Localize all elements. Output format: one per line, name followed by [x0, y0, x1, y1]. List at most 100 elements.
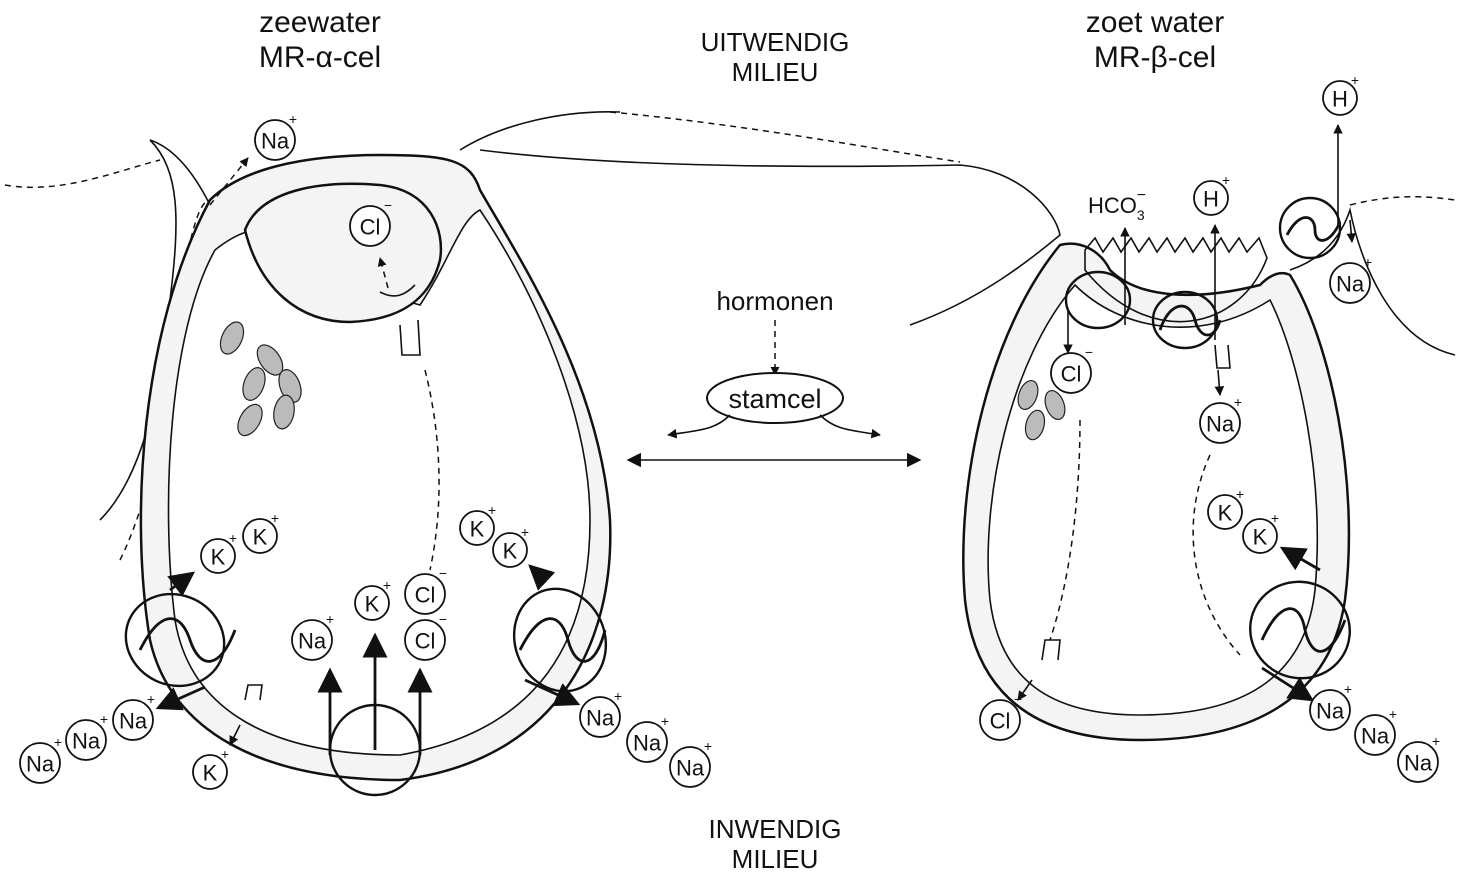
beta-apical-exchanger-right: [1151, 290, 1219, 350]
ion-circle: [291, 619, 333, 661]
ion-right-h-top: H+: [1322, 72, 1359, 116]
ion-symbol: Na: [72, 729, 101, 754]
ion-circle: [1354, 714, 1396, 756]
ion-symbol: Cl: [360, 215, 381, 240]
outer-environment-label: UITWENDIG MILIEU: [655, 27, 895, 88]
beta-proton-pump-wave: [1285, 216, 1342, 242]
ion-circle: [1309, 689, 1351, 731]
arrow-right-na-top: [1346, 219, 1356, 243]
ion-left-k-out: K+: [192, 746, 229, 790]
beta-proton-pump: [1278, 196, 1342, 260]
ion-right-k2: K+: [1242, 510, 1279, 554]
ion-symbol: Na: [119, 709, 148, 734]
alpha-cl-pathway: [424, 369, 440, 571]
stem-cell: [706, 372, 844, 424]
ion-circle: [1207, 494, 1243, 530]
ion-right-na-out3: Na+: [1397, 733, 1440, 783]
ion-symbol: Na: [676, 756, 705, 781]
beta-cell-interior: [987, 283, 1319, 716]
ion-charge: −: [384, 197, 392, 213]
ion-right-k1: K+: [1207, 486, 1244, 530]
ion-circle: [979, 699, 1021, 741]
ion-symbol: Cl: [415, 629, 436, 654]
ion-charge: +: [326, 611, 334, 627]
ion-symbol: Na: [1206, 412, 1235, 437]
beta-cl-pathway: [1049, 419, 1081, 641]
ion-symbol: Na: [586, 706, 615, 731]
ion-charge: +: [1236, 486, 1244, 502]
ion-symbol: K: [203, 761, 218, 786]
ion-left-na-outR3: Na+: [669, 738, 712, 788]
right-title: zoet water MR-β-cel: [1045, 6, 1265, 75]
ion-symbol: K: [365, 592, 380, 617]
inner-environment-label: INWENDIG MILIEU: [655, 814, 895, 875]
ion-symbol: Na: [1336, 272, 1365, 297]
ion-left-na-out3: Na+: [19, 734, 62, 784]
ion-circle: [459, 510, 495, 546]
ion-circle: [1242, 518, 1278, 554]
arrow-left-k-out: [229, 724, 241, 746]
right-title-line1: zoet water: [1085, 6, 1225, 39]
ion-circle: [404, 619, 446, 661]
left-title: zeewater MR-α-cel: [220, 6, 420, 75]
ion-circle: [254, 119, 296, 161]
ion-circle: [1199, 402, 1241, 444]
ion-symbol: K: [1253, 525, 1268, 550]
beta-tube-bottom: [1041, 639, 1061, 661]
ion-charge: +: [289, 111, 297, 127]
arrow-right-cl-out: [1017, 679, 1033, 701]
ion-circle: [1322, 80, 1358, 116]
ion-circle: [1397, 741, 1439, 783]
left-title-line2: MR-α-cel: [258, 40, 382, 74]
alpha-basolateral-transporter-left: [124, 592, 226, 688]
ion-symbol: K: [503, 539, 518, 564]
ion-charge: +: [1344, 681, 1352, 697]
ion-symbol: H: [1332, 87, 1348, 112]
ion-left-cl-in1: Cl−: [404, 565, 447, 615]
arrow-left-na-out: [155, 685, 206, 711]
outer-line1: UITWENDIG: [700, 27, 850, 57]
arrow-right-k-up: [1279, 546, 1321, 572]
ion-right-na-out1: Na +: [1309, 681, 1352, 731]
surface-line-right: [1349, 196, 1456, 206]
epithelium-center-lobe: [479, 149, 1061, 326]
mitochondria-left: [219, 321, 302, 437]
ion-charge: +: [1351, 72, 1359, 88]
ion-charge: +: [1234, 394, 1242, 410]
arrow-left-k-up: [167, 571, 196, 597]
tube-bottom: [244, 684, 263, 701]
ion-left-na-outR1: Na+: [579, 688, 622, 738]
ion-charge: +: [488, 502, 496, 518]
bicarbonate-subscript: 3: [1137, 207, 1145, 223]
ion-left-k-in: K+: [354, 577, 391, 621]
ion-circle: [669, 746, 711, 788]
ion-right-cl-out: Cl−: [979, 691, 1022, 741]
ion-left-na-out2: Na+: [65, 711, 108, 761]
ion-symbol: Na: [1316, 699, 1345, 724]
ion-charge: +: [147, 691, 155, 707]
ion-left-k1: K+: [200, 530, 237, 574]
ion-right-na-in: Na +: [1199, 394, 1242, 444]
ion-symbol: K: [470, 517, 485, 542]
stem-cell-label: stamcel: [728, 384, 821, 414]
ion-left-na-out1: Na +: [112, 691, 155, 741]
beta-apical-wave: [1158, 304, 1222, 337]
ion-circle: [1193, 180, 1229, 216]
ion-symbol: Na: [26, 752, 55, 777]
ion-circle: [112, 699, 154, 741]
ion-right-cl-in: Cl−: [1050, 344, 1093, 394]
ion-right-na-out2: Na+: [1354, 706, 1397, 756]
surface-line-left: [4, 159, 161, 189]
ion-charge: +: [521, 524, 529, 540]
ion-charge: −: [1085, 344, 1093, 360]
ion-charge: −: [439, 611, 447, 627]
stem-branch-left: [667, 414, 731, 439]
ion-left-k2: K+: [242, 510, 279, 554]
ion-right-h-mid: H+: [1193, 172, 1230, 216]
ion-symbol: Na: [1404, 751, 1433, 776]
ion-charge: +: [221, 746, 229, 762]
ion-circle: [1329, 262, 1371, 304]
inner-line1: INWENDIG: [708, 814, 842, 844]
